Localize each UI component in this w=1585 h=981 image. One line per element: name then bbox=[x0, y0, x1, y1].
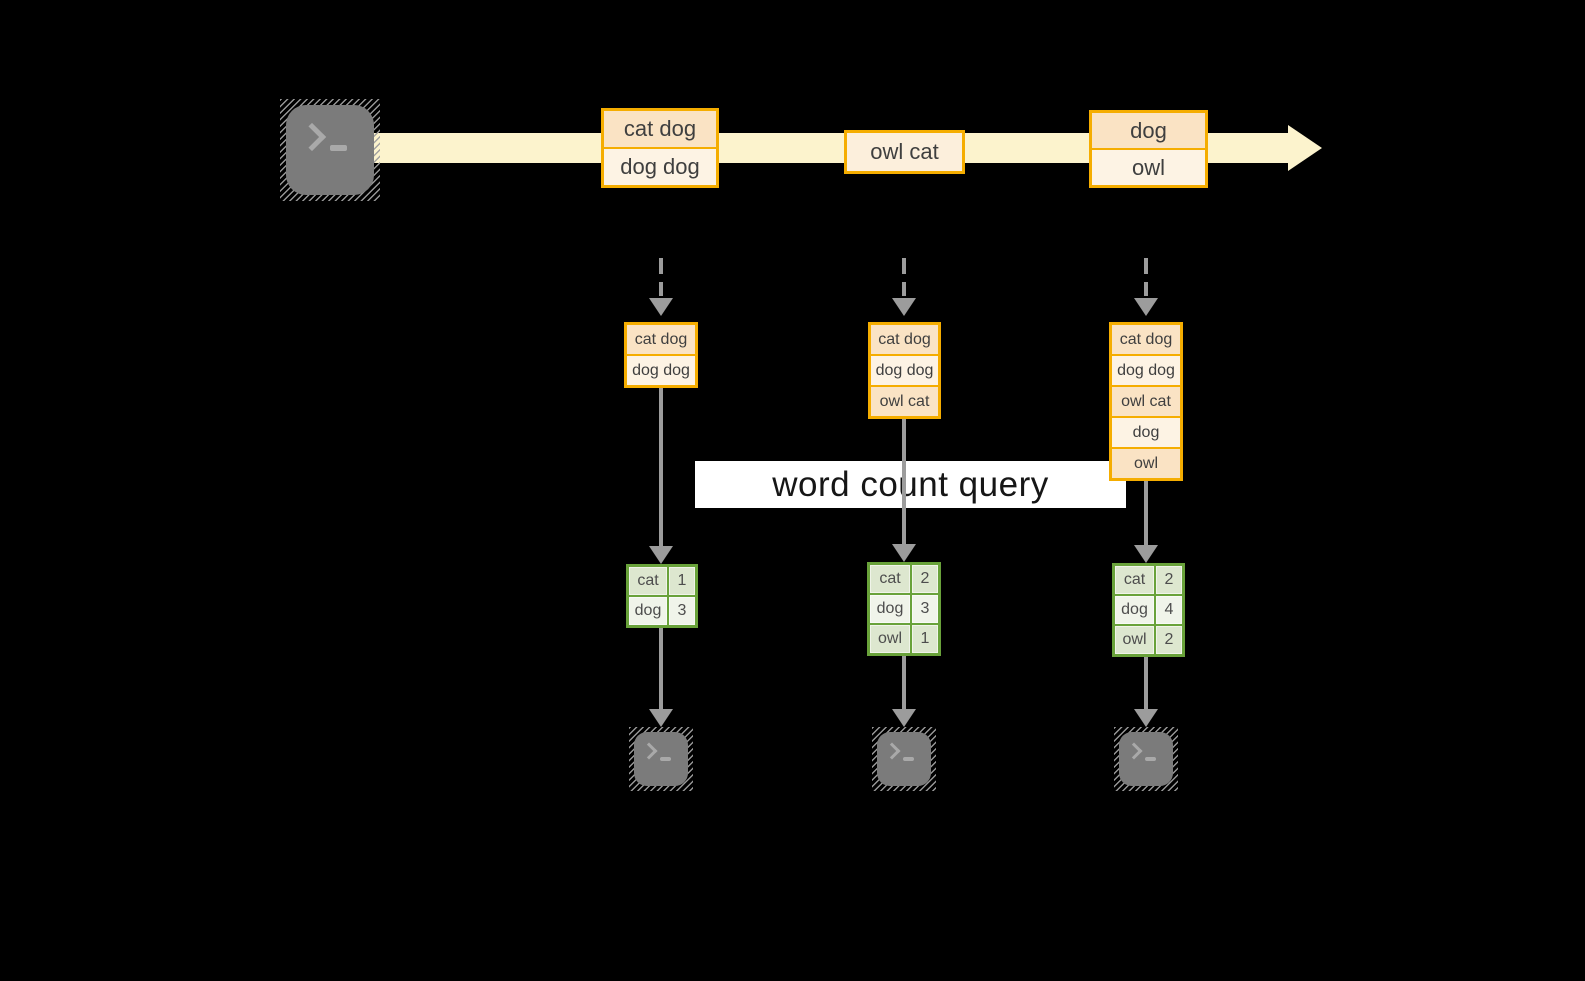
prompt-chevron-icon bbox=[883, 742, 901, 760]
query-banner: word count query bbox=[695, 461, 1126, 508]
word-cell: dog bbox=[870, 595, 910, 623]
prompt-chevron-icon bbox=[640, 742, 658, 760]
count-cell: 3 bbox=[667, 597, 695, 625]
count-table-3: cat 2 dog 4 owl 2 bbox=[1112, 563, 1185, 657]
word-cell: cat bbox=[629, 567, 667, 595]
dashed-arrow-line bbox=[1144, 258, 1148, 296]
buffer-cell: cat dog bbox=[627, 325, 695, 354]
word-cell: cat bbox=[1115, 566, 1154, 594]
arrow-line bbox=[902, 419, 906, 544]
count-cell: 2 bbox=[910, 565, 938, 593]
table-row: dog 3 bbox=[870, 593, 938, 623]
arrowhead-icon bbox=[892, 544, 916, 562]
terminal-screen bbox=[286, 105, 374, 195]
table-row: dog 4 bbox=[1115, 594, 1182, 624]
stream-event-cell: dog bbox=[1092, 113, 1205, 148]
arrowhead-icon bbox=[892, 709, 916, 727]
arrow-line bbox=[902, 656, 906, 709]
arrow-line bbox=[659, 628, 663, 709]
stream-event-2: owl cat bbox=[844, 130, 965, 174]
buffer-cell: dog bbox=[1112, 416, 1180, 447]
dashed-arrowhead-icon bbox=[649, 298, 673, 316]
arrowhead-icon bbox=[649, 709, 673, 727]
terminal-icon bbox=[1114, 727, 1178, 791]
prompt-cursor-icon bbox=[330, 145, 347, 151]
record-buffer-3: cat dog dog dog owl cat dog owl bbox=[1109, 322, 1183, 481]
buffer-cell: dog dog bbox=[871, 354, 938, 385]
stream-event-cell: owl cat bbox=[847, 133, 962, 171]
dashed-arrow-line bbox=[902, 258, 906, 296]
buffer-cell: owl bbox=[1112, 447, 1180, 478]
table-row: cat 2 bbox=[1115, 566, 1182, 594]
query-banner-label: word count query bbox=[772, 464, 1049, 504]
table-row: cat 2 bbox=[870, 565, 938, 593]
arrow-line bbox=[1144, 657, 1148, 709]
table-row: cat 1 bbox=[629, 567, 695, 595]
count-cell: 4 bbox=[1154, 596, 1182, 624]
record-buffer-2: cat dog dog dog owl cat bbox=[868, 322, 941, 419]
count-cell: 2 bbox=[1154, 566, 1182, 594]
count-table-2: cat 2 dog 3 owl 1 bbox=[867, 562, 941, 656]
buffer-cell: owl cat bbox=[1112, 385, 1180, 416]
buffer-cell: owl cat bbox=[871, 385, 938, 416]
buffer-cell: cat dog bbox=[871, 325, 938, 354]
prompt-cursor-icon bbox=[660, 757, 671, 761]
count-cell: 2 bbox=[1154, 626, 1182, 654]
stream-event-cell: cat dog bbox=[604, 111, 716, 147]
stream-arrowhead-icon bbox=[1288, 125, 1322, 171]
word-cell: dog bbox=[629, 597, 667, 625]
arrowhead-icon bbox=[1134, 545, 1158, 563]
arrowhead-icon bbox=[1134, 709, 1158, 727]
terminal-icon bbox=[872, 727, 936, 791]
buffer-cell: dog dog bbox=[1112, 354, 1180, 385]
dashed-arrowhead-icon bbox=[892, 298, 916, 316]
word-cell: cat bbox=[870, 565, 910, 593]
arrow-line bbox=[659, 388, 663, 546]
stream-event-1: cat dog dog dog bbox=[601, 108, 719, 188]
count-table-1: cat 1 dog 3 bbox=[626, 564, 698, 628]
stream-event-3: dog owl bbox=[1089, 110, 1208, 188]
prompt-chevron-icon bbox=[1125, 742, 1143, 760]
prompt-chevron-icon bbox=[297, 122, 327, 152]
count-cell: 3 bbox=[910, 595, 938, 623]
table-row: dog 3 bbox=[629, 595, 695, 625]
prompt-cursor-icon bbox=[1145, 757, 1156, 761]
terminal-screen bbox=[1119, 732, 1173, 786]
terminal-icon bbox=[629, 727, 693, 791]
dashed-arrowhead-icon bbox=[1134, 298, 1158, 316]
stream-event-cell: dog dog bbox=[604, 147, 716, 185]
terminal-screen bbox=[634, 732, 688, 786]
prompt-cursor-icon bbox=[903, 757, 914, 761]
table-row: owl 2 bbox=[1115, 624, 1182, 654]
terminal-icon bbox=[280, 99, 380, 201]
stream-event-cell: owl bbox=[1092, 148, 1205, 185]
word-cell: dog bbox=[1115, 596, 1154, 624]
word-cell: owl bbox=[1115, 626, 1154, 654]
dashed-arrow-line bbox=[659, 258, 663, 296]
table-row: owl 1 bbox=[870, 623, 938, 653]
buffer-cell: cat dog bbox=[1112, 325, 1180, 354]
word-cell: owl bbox=[870, 625, 910, 653]
arrowhead-icon bbox=[649, 546, 673, 564]
terminal-screen bbox=[877, 732, 931, 786]
buffer-cell: dog dog bbox=[627, 354, 695, 385]
record-buffer-1: cat dog dog dog bbox=[624, 322, 698, 388]
count-cell: 1 bbox=[667, 567, 695, 595]
count-cell: 1 bbox=[910, 625, 938, 653]
arrow-line bbox=[1144, 481, 1148, 545]
